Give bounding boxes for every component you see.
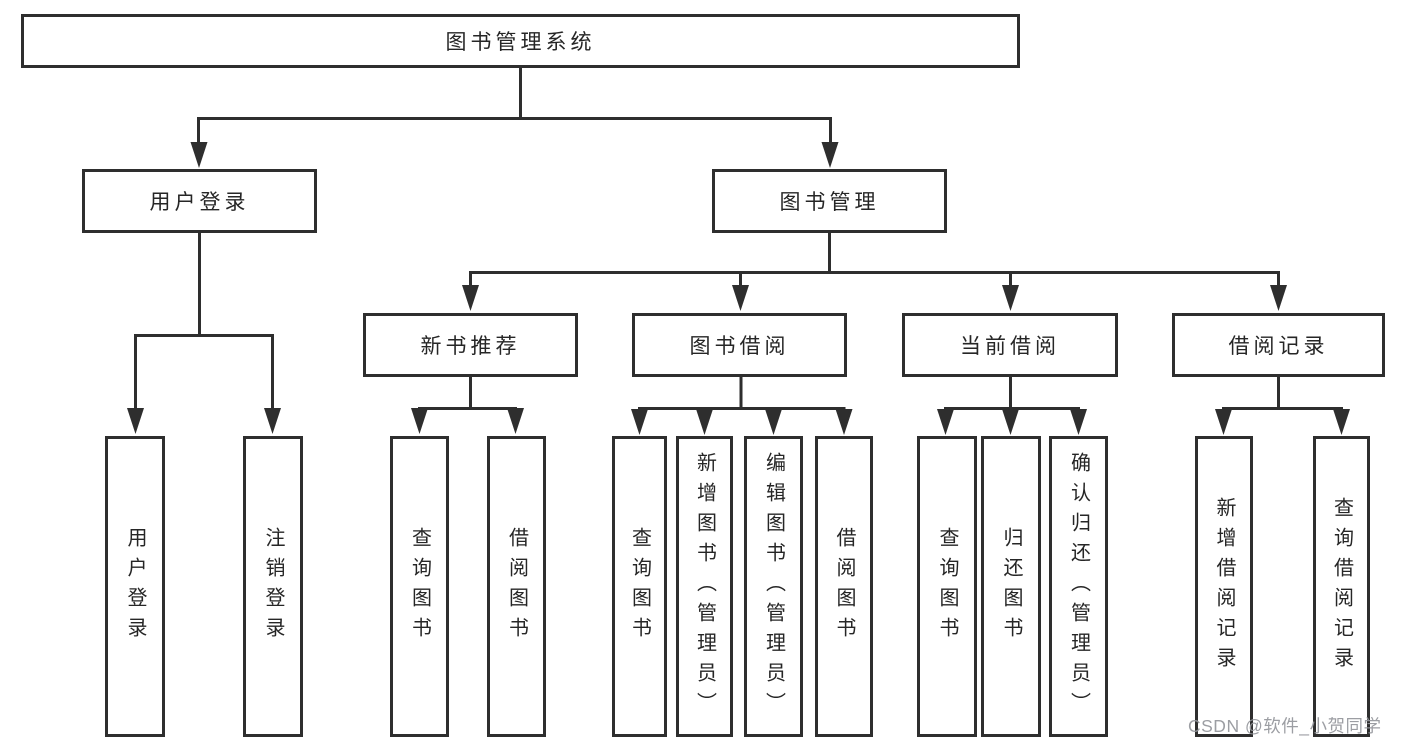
- leaf-borrow-books-label: 借阅图书: [833, 526, 855, 647]
- leaf-edit-book-admin-label: 编辑图书（管理员）: [762, 451, 785, 722]
- leaf-add-borrow-record: 新增借阅记录: [1195, 436, 1253, 737]
- node-current-borrow-label: 当前借阅: [960, 335, 1060, 358]
- leaf-add-borrow-record-label: 新增借阅记录: [1213, 496, 1235, 677]
- node-book-borrow-label: 图书借阅: [689, 335, 790, 358]
- leaf-borrow-books-recommend: 借阅图书: [487, 436, 546, 737]
- leaf-logout: 注销登录: [243, 436, 303, 737]
- node-book-borrow: 图书借阅: [632, 313, 847, 377]
- leaf-add-book-admin: 新增图书（管理员）: [676, 436, 733, 737]
- leaf-edit-book-admin: 编辑图书（管理员）: [744, 436, 803, 737]
- leaf-query-books-current-label: 查询图书: [936, 526, 958, 647]
- leaf-return-book-label: 归还图书: [1000, 526, 1022, 647]
- leaf-logout-label: 注销登录: [262, 526, 284, 647]
- node-new-book-recommend: 新书推荐: [363, 313, 578, 377]
- node-book-management-label: 图书管理: [779, 191, 880, 214]
- node-user-login-label: 用户登录: [149, 191, 250, 214]
- leaf-query-borrow-record-label: 查询借阅记录: [1330, 496, 1353, 677]
- leaf-add-book-admin-label: 新增图书（管理员）: [693, 451, 716, 722]
- node-root-label: 图书管理系统: [445, 31, 596, 54]
- leaf-query-books-borrow: 查询图书: [612, 436, 667, 737]
- leaf-query-borrow-record: 查询借阅记录: [1313, 436, 1370, 737]
- leaf-user-login-label: 用户登录: [124, 526, 146, 647]
- node-user-login: 用户登录: [82, 169, 317, 233]
- leaf-user-login: 用户登录: [105, 436, 165, 737]
- node-current-borrow: 当前借阅: [902, 313, 1118, 377]
- leaf-query-books-borrow-label: 查询图书: [628, 526, 651, 647]
- node-borrow-records-label: 借阅记录: [1228, 335, 1329, 358]
- leaf-query-books-recommend: 查询图书: [390, 436, 449, 737]
- node-book-management: 图书管理: [712, 169, 947, 233]
- leaf-query-books-current: 查询图书: [917, 436, 977, 737]
- leaf-confirm-return-admin-label: 确认归还（管理员）: [1067, 451, 1090, 722]
- node-root: 图书管理系统: [21, 14, 1020, 68]
- leaf-query-books-recommend-label: 查询图书: [408, 526, 431, 647]
- node-borrow-records: 借阅记录: [1172, 313, 1385, 377]
- watermark: CSDN @软件_小贺同学: [1188, 716, 1382, 736]
- leaf-return-book: 归还图书: [981, 436, 1041, 737]
- leaf-borrow-books: 借阅图书: [815, 436, 873, 737]
- leaf-borrow-books-recommend-label: 借阅图书: [505, 526, 528, 647]
- node-new-book-recommend-label: 新书推荐: [420, 335, 521, 358]
- leaf-confirm-return-admin: 确认归还（管理员）: [1049, 436, 1108, 737]
